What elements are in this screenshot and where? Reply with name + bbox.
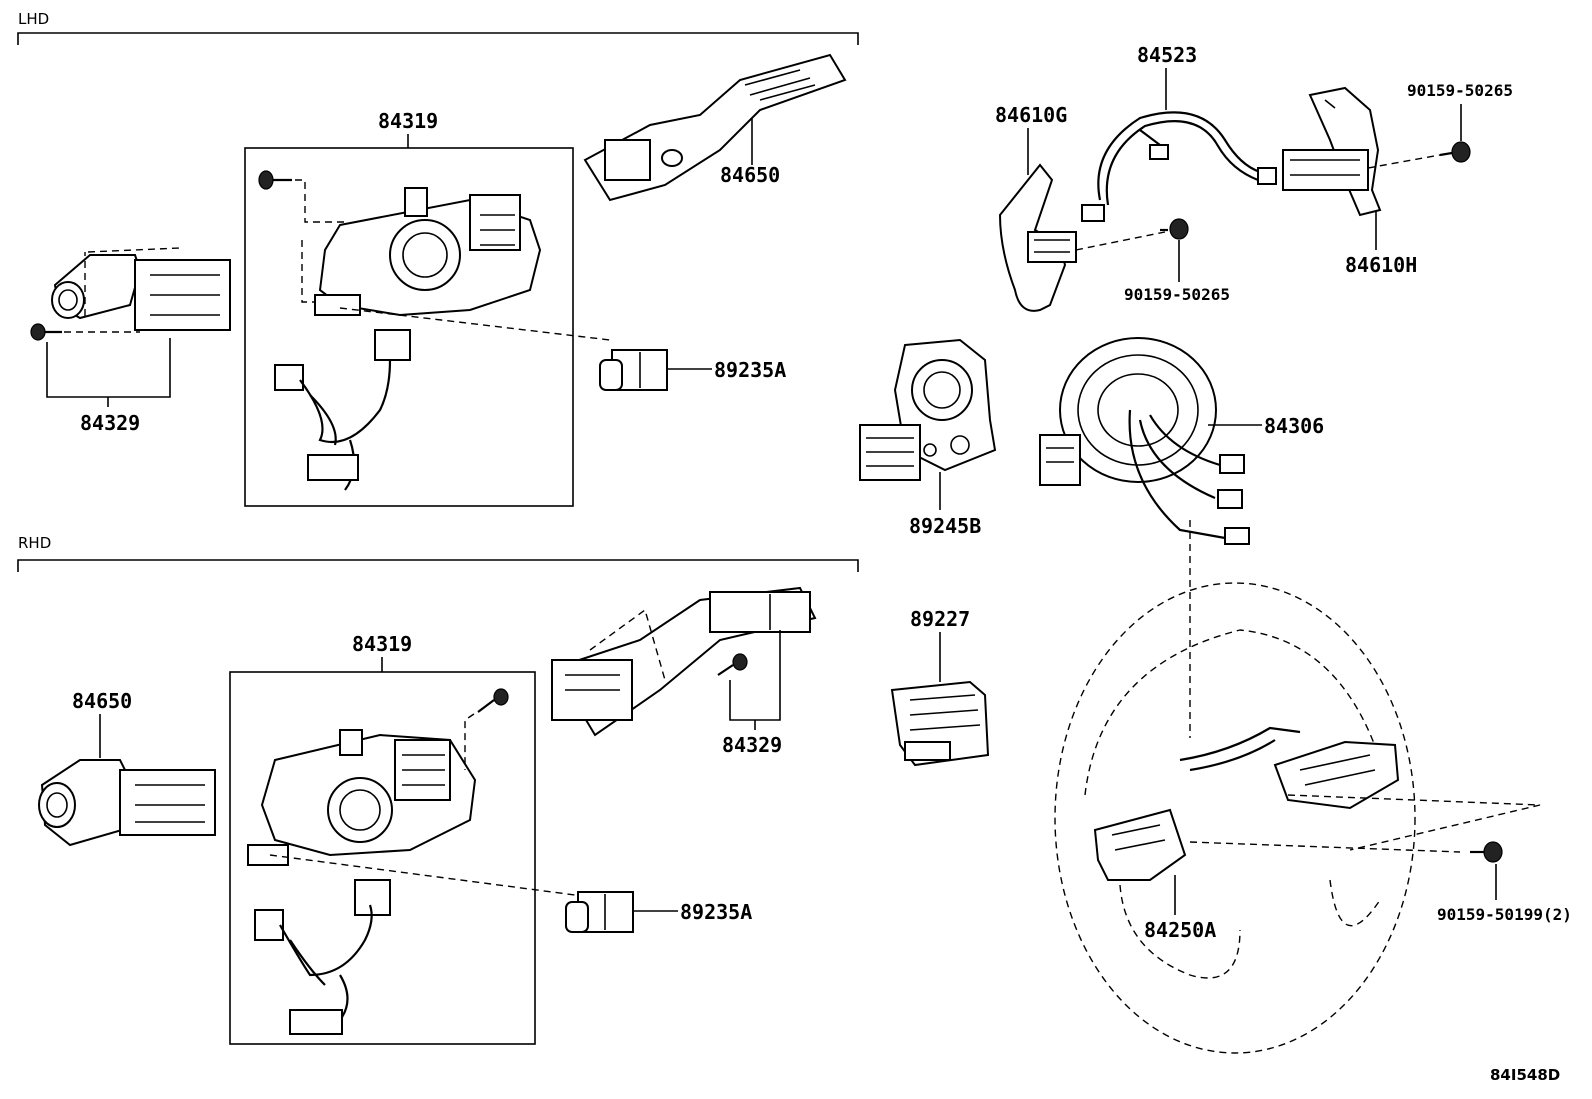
rhd-part-89235A [565, 891, 634, 933]
lhd-part-84329-switch [51, 254, 231, 331]
label-90159-50199: 90159-50199(2) [1437, 905, 1572, 924]
label-84610G: 84610G [995, 103, 1067, 127]
label-lhd-84319: 84319 [378, 109, 438, 133]
lhd-section-bracket [17, 32, 859, 45]
part-84306-spiral-cable [1039, 337, 1250, 545]
part-84523-harness [1081, 111, 1277, 222]
lhd-wire-harness [274, 329, 411, 491]
section-label-rhd: RHD [18, 534, 51, 552]
label-90159-50265-left: 90159-50265 [1124, 285, 1230, 304]
part-89245B-sensor [859, 338, 997, 481]
label-rhd-89235A: 89235A [680, 900, 752, 924]
rhd-combination-switch-body [247, 729, 477, 866]
lhd-84319-box [244, 147, 574, 507]
label-lhd-84329: 84329 [80, 411, 140, 435]
lhd-part-84650-lever [583, 53, 847, 202]
part-89227 [890, 680, 990, 767]
rhd-part-84650-switch [38, 759, 216, 847]
label-lhd-89235A: 89235A [714, 358, 786, 382]
label-84306: 84306 [1264, 414, 1324, 438]
rhd-screw-84329 [717, 653, 748, 676]
label-84250A: 84250A [1144, 918, 1216, 942]
label-84610H: 84610H [1345, 253, 1417, 277]
label-lhd-84650: 84650 [720, 163, 780, 187]
rhd-84319-box [229, 671, 536, 1045]
label-84523: 84523 [1137, 43, 1197, 67]
rhd-part-84329-lever [551, 586, 817, 737]
lhd-part-89235A [599, 349, 668, 391]
rhd-wire-harness [254, 879, 391, 1035]
part-84610G-paddle [998, 163, 1077, 312]
screw-90159-50265-right [1439, 141, 1471, 163]
section-label-lhd: LHD [18, 10, 49, 28]
part-84250A-steering-wheel [1054, 582, 1416, 1054]
label-89227: 89227 [910, 607, 970, 631]
label-rhd-84650: 84650 [72, 689, 132, 713]
lhd-screw-84319 [258, 170, 292, 190]
label-rhd-84319: 84319 [352, 632, 412, 656]
label-89245B: 89245B [909, 514, 981, 538]
part-84610H-paddle [1282, 86, 1382, 217]
rhd-section-bracket [17, 559, 859, 572]
screw-90159-50199 [1470, 841, 1503, 863]
screw-90159-50265-left [1160, 218, 1189, 240]
label-90159-50265-right: 90159-50265 [1407, 81, 1513, 100]
rhd-screw-84319 [477, 688, 509, 713]
diagram-reference: 84I548D [1490, 1066, 1560, 1084]
label-rhd-84329: 84329 [722, 733, 782, 757]
lhd-combination-switch-body [314, 187, 542, 317]
lhd-screw-84329 [30, 323, 62, 341]
